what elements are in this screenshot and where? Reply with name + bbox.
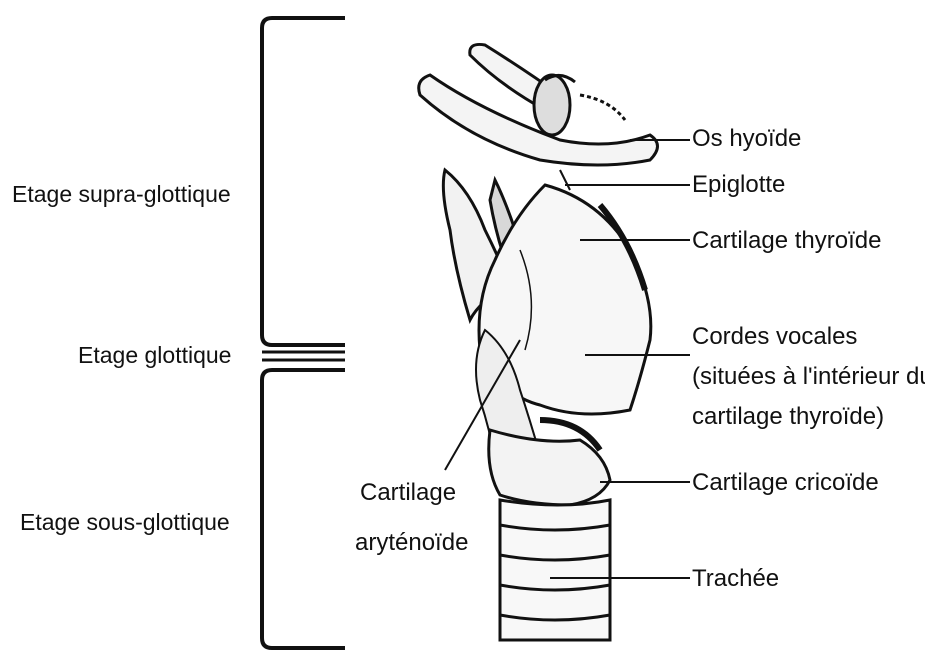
label-etage-sous-glottique: Etage sous-glottique [20, 510, 230, 535]
label-cordes-vocales-3: cartilage thyroïde) [692, 404, 884, 430]
glottic-double-line [262, 352, 345, 360]
bracket-sous-glottique [262, 370, 345, 648]
label-cartilage-thyroide: Cartilage thyroïde [692, 228, 881, 254]
label-cordes-vocales-1: Cordes vocales [692, 324, 857, 350]
trachea-shape [500, 500, 610, 640]
label-etage-supra-glottique: Etage supra-glottique [12, 182, 231, 207]
hyoid-bone [419, 44, 658, 165]
bracket-supra-glottique [262, 18, 345, 345]
label-etage-glottique: Etage glottique [78, 343, 231, 368]
label-arytenoide-2: aryténoïde [355, 530, 468, 556]
label-cartilage-cricoide: Cartilage cricoïde [692, 470, 879, 496]
label-os-hyoide: Os hyoïde [692, 126, 801, 152]
label-arytenoide-1: Cartilage [360, 480, 456, 506]
label-cordes-vocales-2: (situées à l'intérieur du [692, 364, 925, 390]
label-epiglotte: Epiglotte [692, 172, 785, 198]
label-trachee: Trachée [692, 566, 779, 592]
